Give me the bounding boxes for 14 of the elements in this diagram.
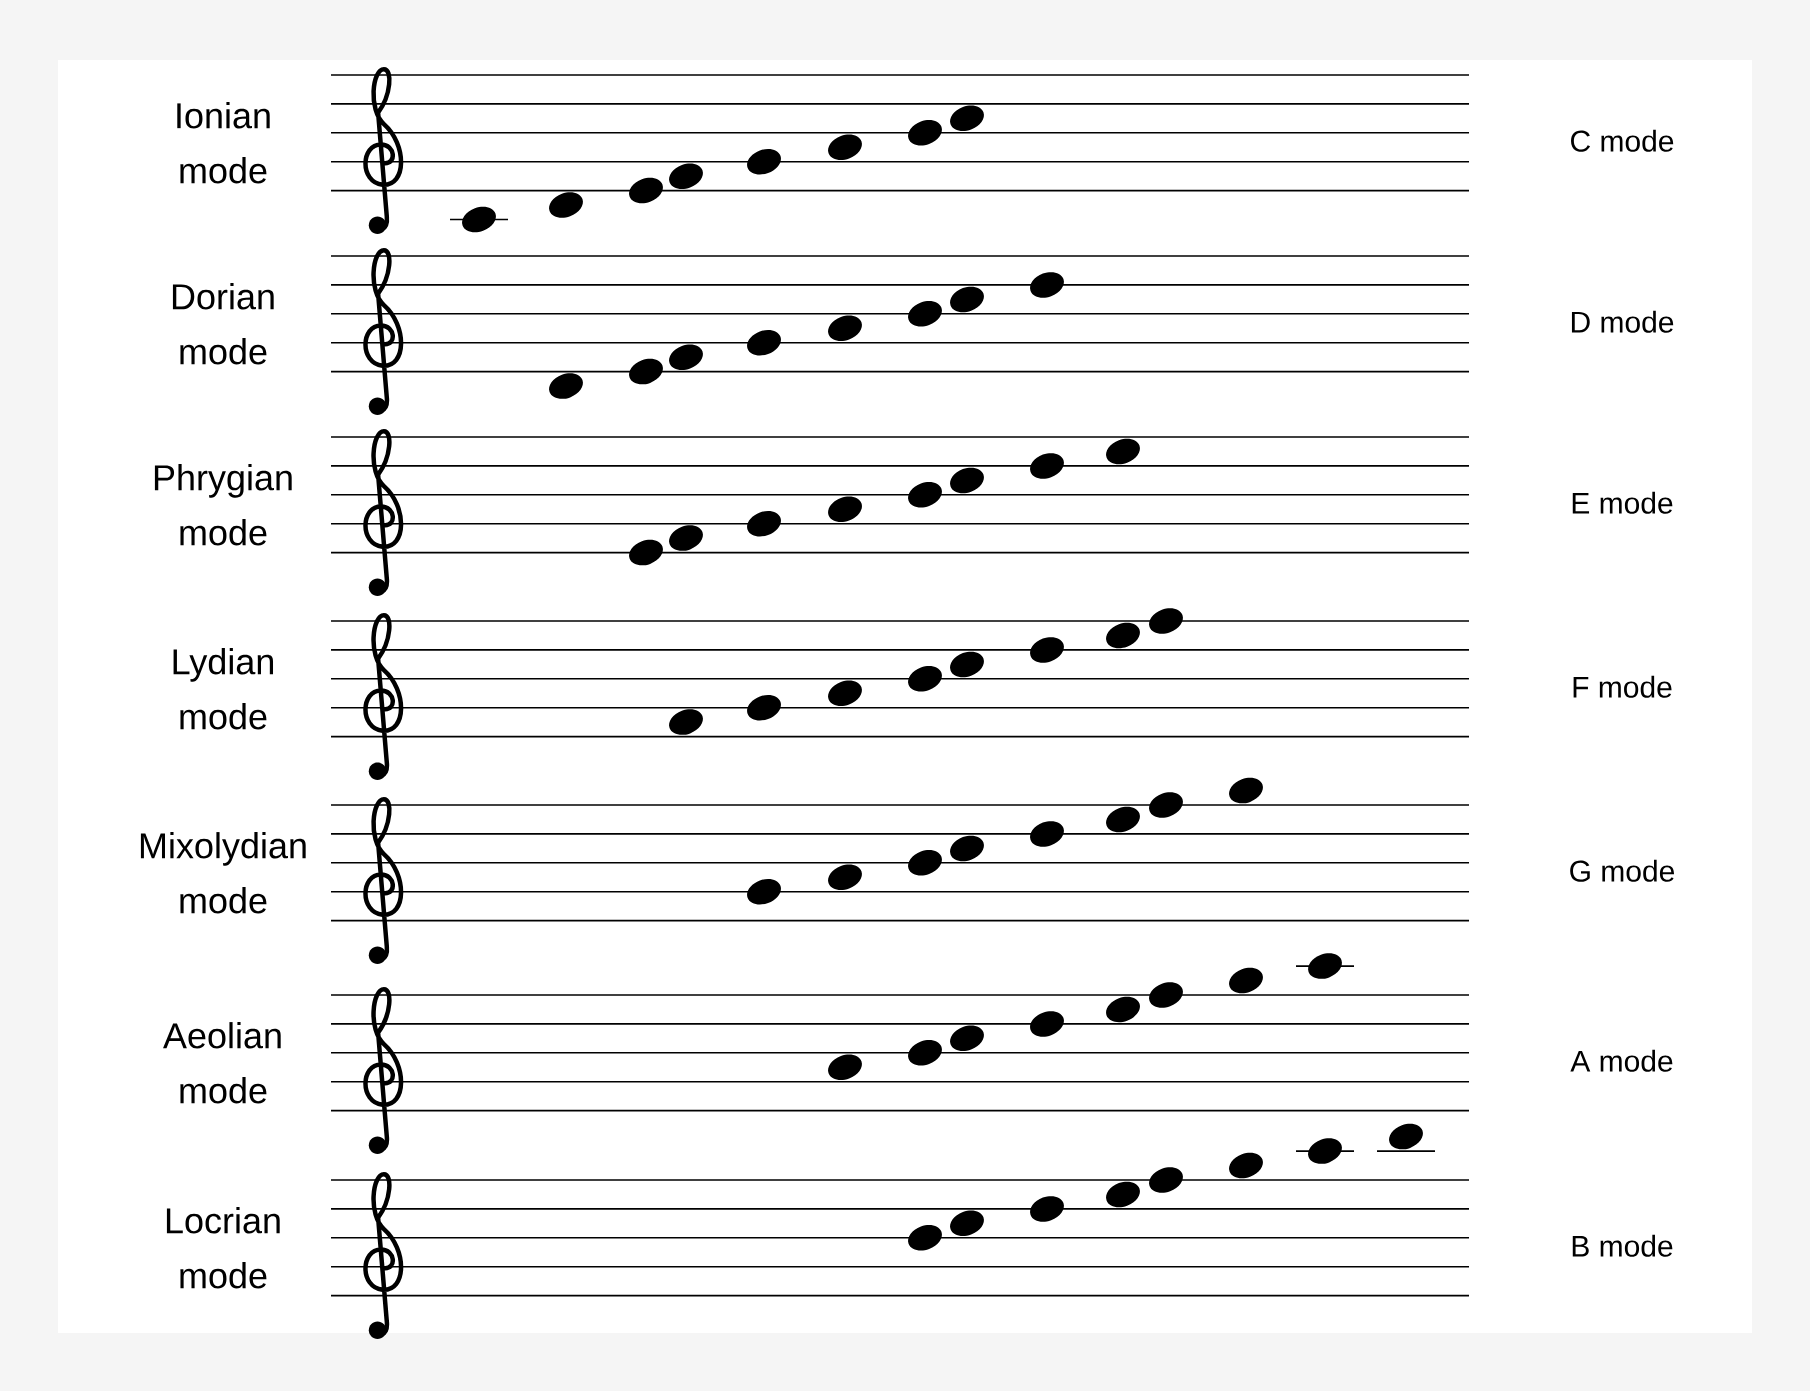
mode-name: Lydian mode (173, 648, 273, 730)
mode-name: Mixolydian mode (140, 832, 306, 914)
mode-name: B mode (1572, 1234, 1673, 1257)
mode-name: F mode (1573, 675, 1672, 698)
mode-name: Dorian mode (172, 283, 274, 365)
mode-name: G mode (1570, 859, 1674, 882)
mode-name: D mode (1571, 310, 1674, 333)
mode-name: Ionian mode (177, 102, 270, 184)
mode-name: Aeolian mode (163, 1022, 281, 1104)
mode-name: Locrian mode (166, 1207, 280, 1289)
mode-name: E mode (1572, 491, 1673, 514)
mode-name: C mode (1571, 129, 1674, 152)
mode-name: Phrygian mode (154, 464, 292, 546)
mode-name: A mode (1570, 1049, 1673, 1072)
